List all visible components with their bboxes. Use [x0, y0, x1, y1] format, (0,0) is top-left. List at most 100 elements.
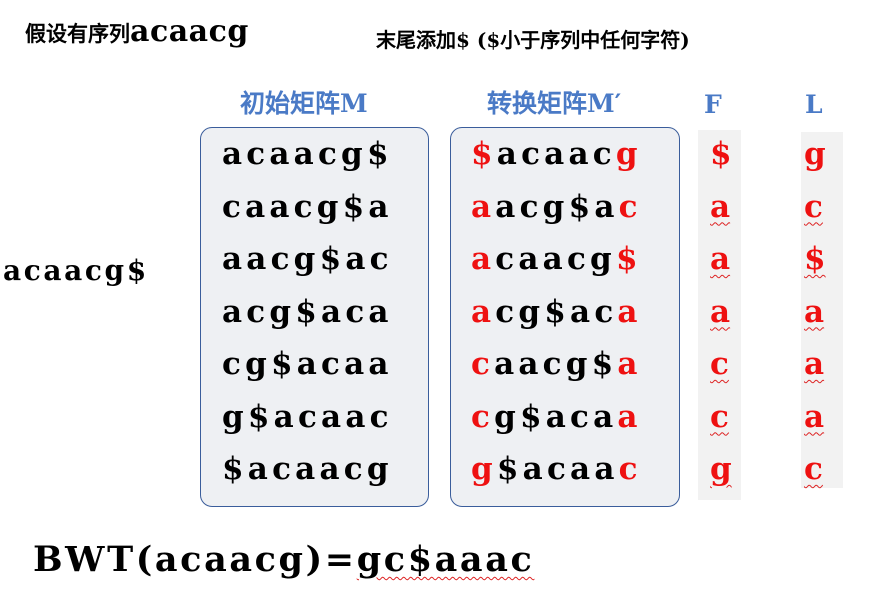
matrix-char: $ [615, 241, 642, 277]
matrix-char: a [471, 188, 496, 225]
matrix-char: a [522, 451, 547, 487]
matrix-char: c [246, 136, 270, 172]
matrix-char: $ [366, 136, 393, 172]
matrix-char: a [296, 346, 322, 382]
matrix-row: acg$aca [222, 294, 393, 330]
matrix-char: a [295, 451, 320, 487]
l-column-strip [801, 132, 843, 488]
intro-sequence: acaacg [130, 14, 249, 49]
f-column-strip [698, 130, 741, 500]
matrix-char: $ [544, 293, 571, 330]
matrix-char: g [316, 188, 343, 225]
matrix-row: $acaacg [222, 451, 393, 487]
matrix-char: c [321, 346, 345, 382]
matrix-char: a [518, 241, 543, 277]
matrix-char: c [222, 188, 246, 225]
matrix-char: c [594, 293, 618, 330]
f-column-cell: c [710, 398, 729, 435]
matrix-char: $ [270, 346, 297, 382]
matrix-row: cg$acaa [471, 399, 642, 435]
transformed-matrix-title: 转换矩阵M′ [487, 89, 622, 118]
matrix-char: a [368, 293, 393, 330]
l-column-cell: a [804, 346, 825, 382]
matrix-char: a [494, 346, 519, 382]
matrix-char: c [293, 188, 317, 225]
matrix-char: $ [247, 398, 274, 435]
matrix-char: g [494, 398, 520, 435]
matrix-row: acaacg$ [471, 241, 642, 277]
matrix-char: g [222, 398, 248, 435]
matrix-char: g [245, 346, 271, 382]
initial-matrix-title: 初始矩阵M [240, 89, 368, 118]
matrix-char: a [593, 398, 618, 435]
matrix-char: a [495, 188, 520, 225]
matrix-char: a [222, 293, 247, 330]
intro-prefix: 假设有序列 [25, 21, 130, 46]
matrix-char: a [345, 398, 370, 435]
matrix-char: a [617, 293, 642, 330]
matrix-row: aacg$ac [471, 189, 642, 225]
matrix-char: g [518, 293, 545, 330]
matrix-char: g [542, 188, 569, 225]
matrix-char: g [269, 293, 296, 330]
matrix-char: a [321, 398, 346, 435]
matrix-char: c [369, 241, 393, 277]
matrix-char: a [246, 241, 271, 277]
initial-matrix-box [200, 127, 429, 507]
matrix-char: c [343, 451, 367, 487]
matrix-char: c [272, 451, 296, 487]
matrix-char: c [471, 346, 495, 382]
matrix-char: a [293, 136, 318, 172]
matrix-char: a [222, 136, 247, 172]
matrix-char: a [471, 293, 496, 330]
matrix-char: g [565, 346, 592, 382]
matrix-char: c [495, 241, 519, 277]
matrix-char: c [566, 241, 591, 277]
matrix-char: a [594, 451, 619, 487]
matrix-char: c [297, 398, 322, 435]
f-column-cell: g [710, 451, 732, 487]
l-column-title: L [805, 90, 823, 119]
matrix-row: acg$aca [471, 294, 642, 330]
matrix-char: c [521, 136, 545, 172]
matrix-char: $ [222, 451, 248, 487]
matrix-char: a [594, 188, 619, 225]
matrix-char: a [617, 346, 642, 382]
matrix-char: a [245, 188, 270, 225]
matrix-char: a [518, 346, 543, 382]
matrix-row: aacg$ac [222, 241, 393, 277]
f-column-cell: $ [710, 136, 732, 172]
matrix-char: a [222, 241, 247, 277]
l-column-cell: a [804, 293, 825, 330]
matrix-row: acaacg$ [222, 136, 393, 172]
matrix-char: $ [471, 136, 497, 172]
matrix-char: g [615, 136, 642, 172]
matrix-char: a [545, 398, 571, 435]
matrix-char: c [546, 451, 571, 487]
matrix-char: c [345, 293, 369, 330]
matrix-char: c [542, 346, 566, 382]
f-column-cell: c [710, 346, 729, 382]
matrix-char: c [369, 398, 393, 435]
matrix-char: c [246, 293, 270, 330]
matrix-char: a [368, 346, 393, 382]
matrix-char: c [471, 398, 495, 435]
matrix-char: $ [342, 188, 369, 225]
matrix-char: $ [591, 346, 618, 382]
matrix-char: c [317, 136, 342, 172]
matrix-char: $ [319, 241, 346, 277]
matrix-row: caacg$a [222, 189, 393, 225]
matrix-char: a [617, 398, 642, 435]
bwt-value: gc$aaac [356, 539, 535, 580]
matrix-char: $ [496, 451, 523, 487]
matrix-row: cg$acaa [222, 346, 393, 382]
matrix-char: a [570, 293, 595, 330]
matrix-row: caacg$a [471, 346, 642, 382]
matrix-char: $ [295, 293, 322, 330]
matrix-char: a [496, 136, 522, 172]
matrix-char: c [270, 241, 294, 277]
matrix-char: g [341, 136, 367, 172]
matrix-char: a [570, 451, 595, 487]
matrix-char: a [544, 136, 569, 172]
matrix-char: c [495, 293, 519, 330]
